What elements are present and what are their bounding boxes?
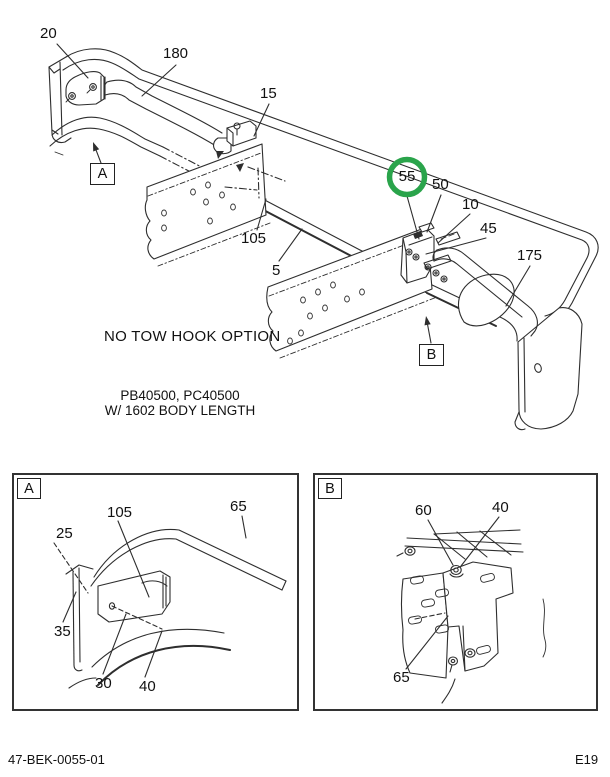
detail-a-fender-arcs: [68, 628, 231, 689]
detail-a-axis-40: [111, 605, 163, 630]
detail-b-edge: [542, 598, 547, 658]
detail-panel-b: B: [313, 473, 598, 711]
detail-a-callout-35[interactable]: 35: [54, 623, 71, 640]
callout-50[interactable]: 50: [432, 176, 449, 193]
detail-a-axis-25: [53, 542, 89, 594]
callout-180[interactable]: 180: [163, 45, 189, 62]
detail-b-frame-rail: [404, 529, 524, 560]
detail-b-leaders: [405, 516, 500, 670]
cross-sill-15: [213, 120, 257, 159]
callout-10[interactable]: 10: [462, 196, 479, 213]
main-diagram: 20 180 15 55 50 10 45 175 105 5 A B NO T…: [40, 25, 599, 431]
detail-a-tube-65: [90, 528, 287, 591]
detail-b-bracket-65: [400, 561, 514, 704]
detail-b-callout-65[interactable]: 65: [393, 669, 410, 686]
model-line-1: PB40500, PC40500: [120, 388, 240, 403]
detail-a-end-plate: [65, 564, 94, 672]
callout-175[interactable]: 175: [517, 247, 543, 264]
callout-5[interactable]: 5: [272, 262, 281, 279]
detail-panel-a: A: [12, 473, 299, 711]
option-caption: NO TOW HOOK OPTION: [104, 328, 281, 345]
highlight-circle-55[interactable]: [386, 156, 428, 198]
detail-a-arrow: [93, 142, 102, 164]
doc-number: 47-BEK-0055-01: [8, 752, 105, 767]
detail-marker-b: B: [419, 344, 444, 366]
detail-b-callout-40[interactable]: 40: [492, 499, 509, 516]
left-end-cap: [48, 56, 72, 156]
model-caption: PB40500, PC40500 W/ 1602 BODY LENGTH: [98, 388, 262, 418]
panel-b-marker: B: [318, 478, 342, 499]
detail-a-bracket: [97, 570, 171, 623]
panel-a-art: [53, 515, 287, 689]
callout-20[interactable]: 20: [40, 25, 57, 42]
callout-105[interactable]: 105: [241, 230, 267, 247]
callout-55[interactable]: 55: [398, 168, 416, 185]
page-code: E19: [575, 752, 599, 767]
leader-lines: [56, 43, 531, 307]
detail-a-leaders: [62, 515, 247, 678]
detail-a-callout-25[interactable]: 25: [56, 525, 73, 542]
detail-marker-a: A: [90, 163, 115, 185]
model-line-2: W/ 1602 BODY LENGTH: [104, 402, 256, 418]
panel-b-art: [396, 516, 547, 704]
detail-b-callout-60[interactable]: 60: [415, 502, 432, 519]
detail-a-callout-30[interactable]: 30: [95, 675, 112, 692]
main-diagram-art: [48, 43, 599, 431]
bracket-20: [65, 71, 106, 106]
right-frame-rail: [266, 226, 438, 359]
callout-45[interactable]: 45: [480, 220, 497, 237]
detail-a-callout-40[interactable]: 40: [139, 678, 156, 695]
detail-b-arrow: [424, 316, 432, 344]
detail-b-bolts: [396, 546, 476, 673]
right-end-cap: [514, 307, 583, 431]
left-frame-rail: [144, 143, 286, 267]
detail-a-callout-105[interactable]: 105: [107, 504, 133, 521]
mounting-bracket-cluster: [400, 222, 461, 284]
callout-15[interactable]: 15: [260, 85, 277, 102]
detail-a-callout-65[interactable]: 65: [230, 498, 247, 515]
panel-a-marker: A: [17, 478, 41, 499]
tow-loop: [458, 273, 515, 327]
